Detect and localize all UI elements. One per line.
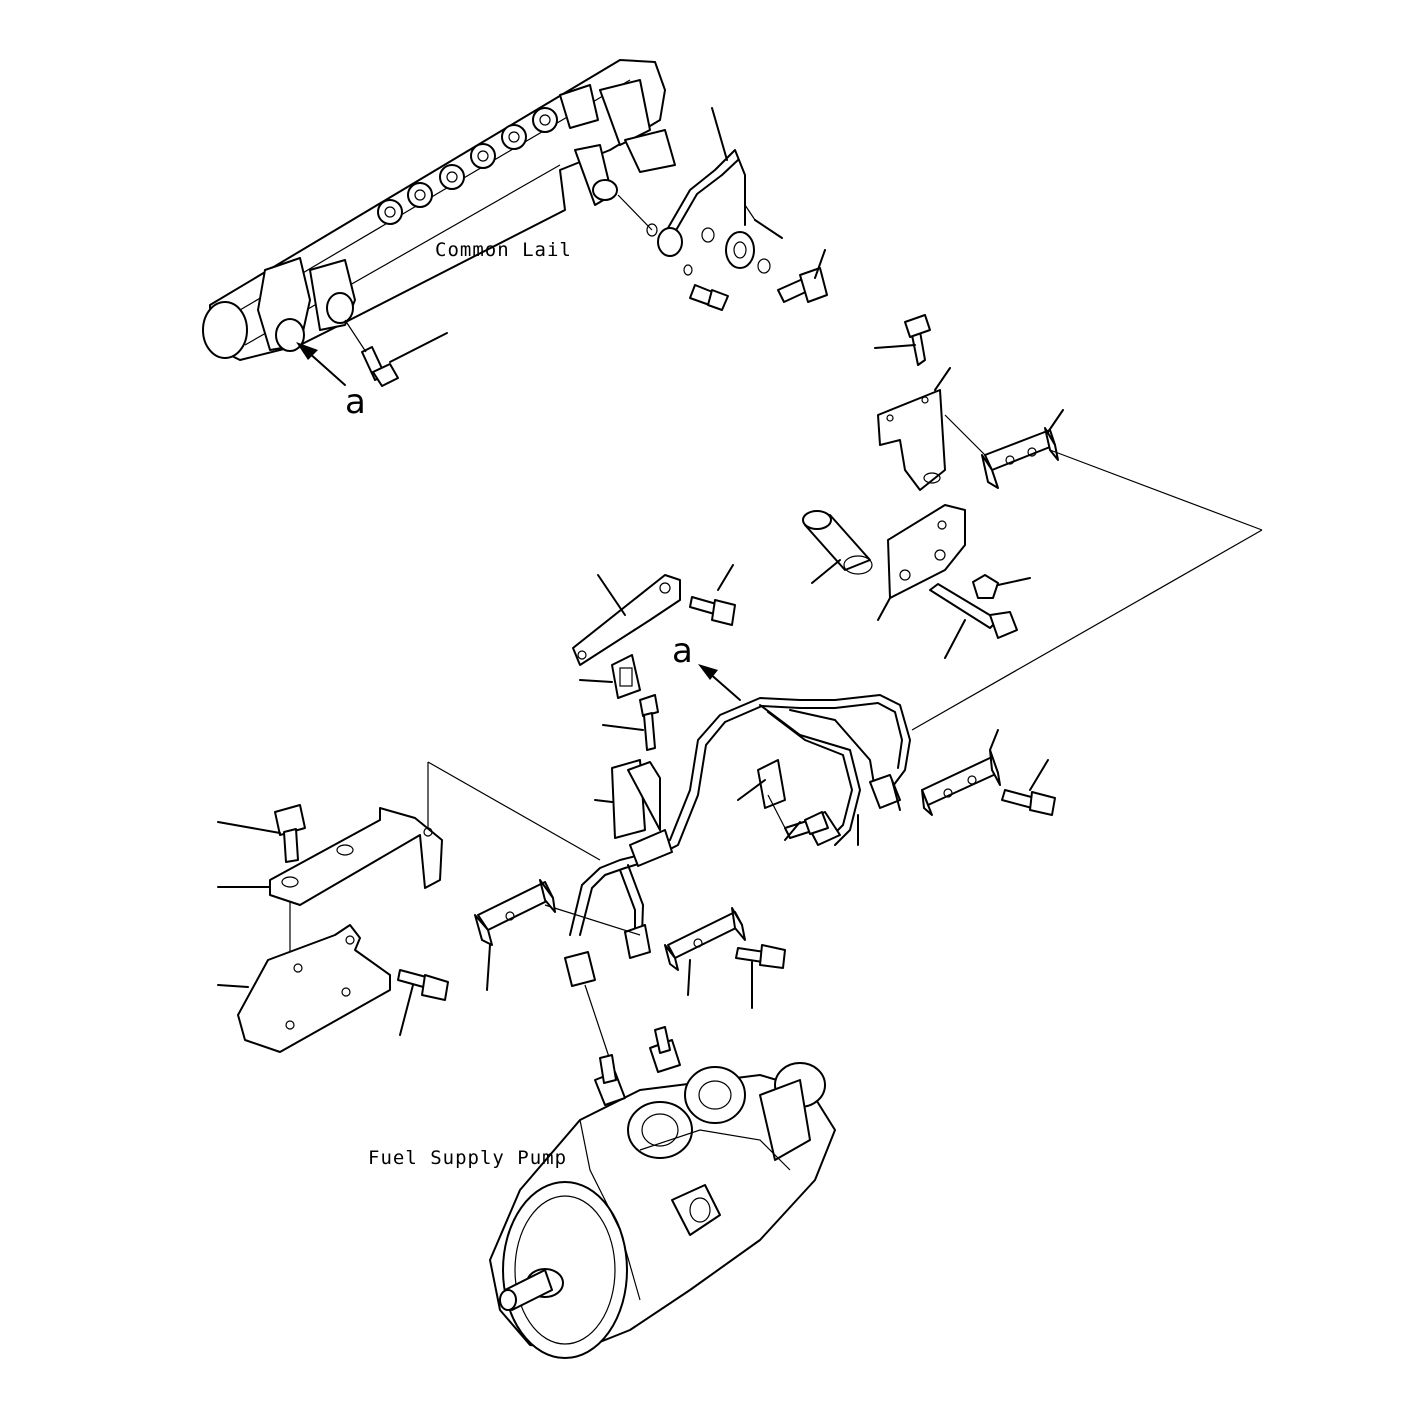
- view-arrow-mid-label: a: [672, 631, 693, 671]
- banjo-bolt-left: [683, 264, 729, 311]
- clamp-lower-left: [474, 879, 556, 991]
- fuel-supply-pump-label: Fuel Supply Pump: [368, 1147, 567, 1169]
- nut-and-long-bolt: [929, 574, 1031, 659]
- rail-ports: [377, 107, 558, 225]
- clamp-right: [921, 729, 1001, 816]
- clip-small: [579, 654, 641, 699]
- bracket-left-upper: [217, 807, 443, 906]
- rail-inlet-pipe: [617, 107, 783, 274]
- rail-mount-bolt: [344, 319, 448, 387]
- clamp-vertical-mid: [594, 759, 661, 839]
- spacer-and-bracket: [802, 504, 966, 621]
- bolt-right: [1001, 759, 1056, 816]
- pipe-clip-mid: [737, 759, 786, 809]
- bracket-upper-right: [874, 314, 951, 491]
- common-rail-label: Common Lail: [435, 239, 572, 261]
- bolt-left-lower: [397, 969, 449, 1036]
- view-arrow-top: a: [296, 342, 366, 422]
- clamp-lower-mid: [664, 907, 746, 996]
- bolt-mid-vertical: [602, 694, 659, 751]
- view-arrow-mid: a: [672, 631, 741, 701]
- fuel-supply-pump: [489, 1026, 836, 1359]
- banjo-bolt-right: [777, 249, 828, 303]
- bolt-mid-top: [689, 564, 736, 626]
- view-arrow-top-label: a: [345, 382, 366, 422]
- fuel-pipe-main: [564, 694, 911, 987]
- bolt-left-top: [217, 804, 306, 863]
- bracket-left-lower: [217, 924, 391, 1053]
- clamp-upper-right: [981, 409, 1064, 489]
- bolt-lower-mid: [735, 944, 786, 1009]
- common-rail: [202, 59, 676, 361]
- bolt-pipe-mid: [767, 794, 829, 841]
- pipe-bracket-mid: [572, 574, 681, 666]
